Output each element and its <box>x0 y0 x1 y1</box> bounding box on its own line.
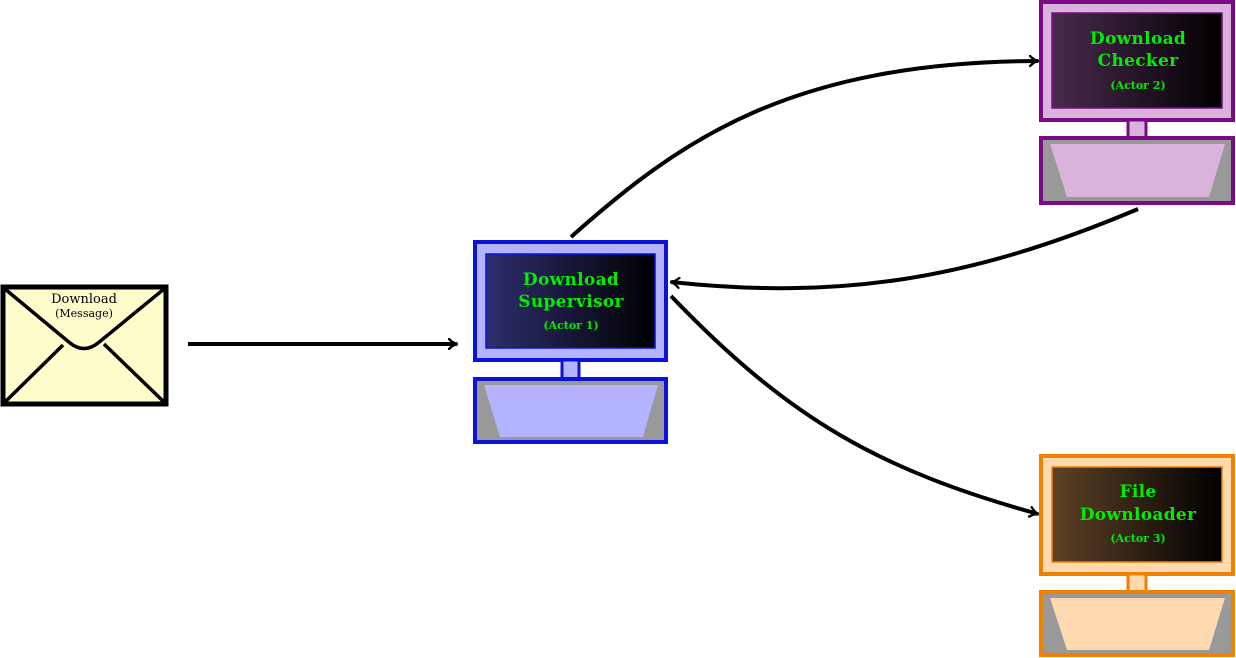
actor-downloader: File Downloader (Actor 3) <box>1039 454 1235 657</box>
monitor-neck <box>1126 572 1148 594</box>
actor-checker: Download Checker (Actor 2) <box>1039 0 1235 205</box>
monitor-base-top <box>484 385 658 437</box>
actor-supervisor-line2: Supervisor <box>518 292 624 312</box>
envelope-fold-right <box>102 342 166 404</box>
arrow-checker-to-supervisor <box>671 207 1139 291</box>
monitor-screen <box>485 253 656 349</box>
monitor-neck <box>560 358 581 381</box>
arrow-supervisor-to-checker <box>569 61 1038 239</box>
monitor-screen <box>1051 466 1223 563</box>
actor-downloader-line1: File <box>1119 482 1156 502</box>
message-title: Download <box>51 292 117 307</box>
actor-checker-sub: (Actor 2) <box>1110 79 1165 92</box>
monitor-base-top <box>1050 144 1225 197</box>
actor-checker-line1: Download <box>1090 29 1186 49</box>
actor-supervisor-sub: (Actor 1) <box>543 319 598 332</box>
message-envelope: Download (Message) <box>0 284 169 407</box>
monitor-neck <box>1126 118 1148 140</box>
message-subtitle: (Message) <box>55 307 113 320</box>
monitor-base-top <box>1050 598 1225 650</box>
envelope-fold-left <box>3 343 65 404</box>
envelope-body <box>0 284 169 407</box>
actor-supervisor-line1: Download <box>523 270 619 290</box>
envelope-flap <box>3 287 166 351</box>
actor-checker-line2: Checker <box>1098 51 1179 71</box>
monitor-screen <box>1051 12 1223 109</box>
arrow-supervisor-to-downloader <box>669 294 1038 514</box>
actor-downloader-sub: (Actor 3) <box>1110 532 1165 545</box>
actor-downloader-line2: Downloader <box>1080 505 1197 525</box>
arrows <box>188 61 1139 514</box>
actor-supervisor: Download Supervisor (Actor 1) <box>473 240 668 444</box>
